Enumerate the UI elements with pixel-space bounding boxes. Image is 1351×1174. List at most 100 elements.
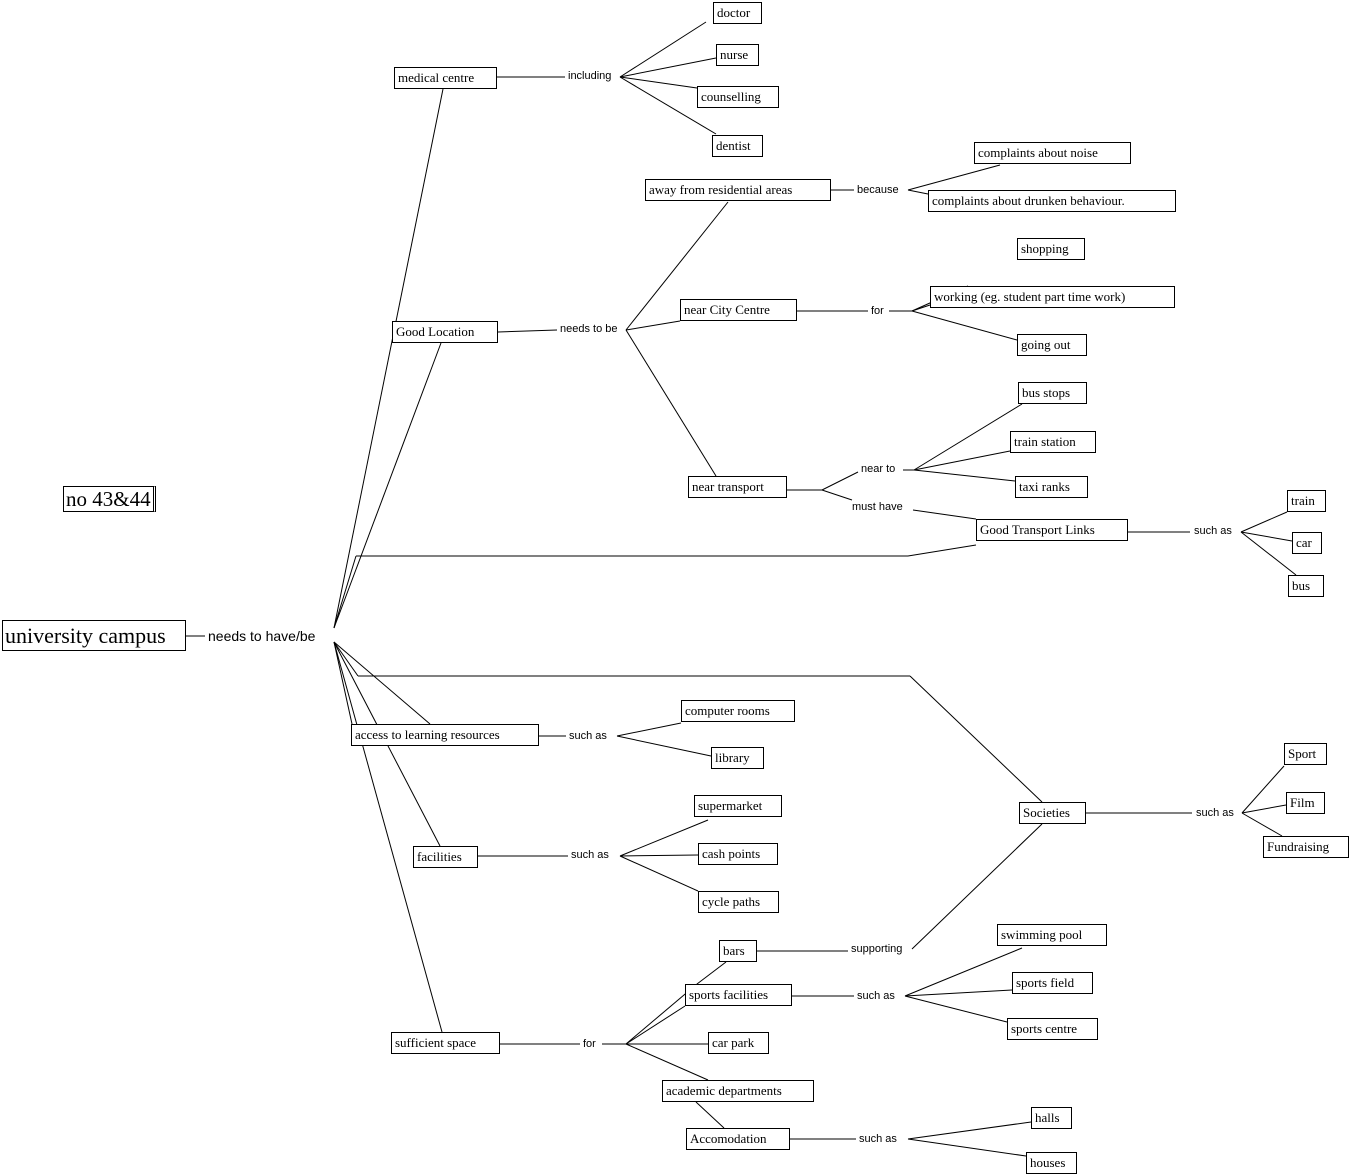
link-label-because: because [856, 184, 900, 197]
concept-node-busstops[interactable]: bus stops [1018, 382, 1087, 404]
connector-line [619, 855, 699, 892]
connector-line [1241, 804, 1287, 814]
concept-node-sport[interactable]: Sport [1284, 743, 1327, 765]
connector-line [333, 641, 359, 677]
link-label-such-as-accom: such as [858, 1133, 898, 1146]
connector-line [913, 450, 1011, 471]
connector-line [619, 76, 698, 89]
concept-node-doctor[interactable]: doctor [713, 2, 762, 24]
concept-node-pool[interactable]: swimming pool [997, 924, 1107, 946]
connector-line [909, 675, 1043, 803]
concept-node-learning[interactable]: access to learning resources [351, 724, 539, 746]
concept-node-trainstation[interactable]: train station [1010, 431, 1096, 453]
connector-line [619, 819, 709, 857]
connector-line [1240, 531, 1297, 576]
concept-node-noise[interactable]: complaints about noise [974, 142, 1131, 164]
link-label-must-have: must have [851, 501, 904, 514]
concept-node-sportsfac[interactable]: sports facilities [685, 984, 792, 1006]
connector-line [625, 329, 717, 477]
concept-node-transport[interactable]: near transport [688, 476, 787, 498]
concept-node-bus[interactable]: bus [1288, 575, 1324, 597]
concept-node-carpark[interactable]: car park [708, 1032, 769, 1054]
connector-line [333, 88, 444, 629]
connector-line [695, 1101, 725, 1129]
concept-node-supermarket[interactable]: supermarket [694, 795, 782, 817]
link-label-including: including [567, 70, 613, 83]
connector-line [1240, 531, 1293, 542]
link-label-near-to: near to [860, 463, 897, 476]
link-label-root-link: needs to have/be [207, 628, 317, 644]
concept-node-houses[interactable]: houses [1026, 1152, 1077, 1174]
connector-line [333, 641, 353, 725]
link-label-for-city: for [870, 305, 885, 318]
concept-node-away[interactable]: away from residential areas [645, 179, 831, 201]
connector-line [619, 57, 717, 78]
connector-line [904, 995, 1008, 1023]
connector-line [333, 641, 431, 725]
connector-line [333, 641, 443, 1033]
concept-node-centre[interactable]: sports centre [1007, 1018, 1098, 1040]
connector-line [904, 947, 1023, 997]
concept-node-academic[interactable]: academic departments [662, 1080, 814, 1102]
concept-node-film[interactable]: Film [1286, 792, 1325, 814]
connector-line [913, 403, 1023, 471]
concept-node-library[interactable]: library [711, 747, 764, 769]
connector-line [625, 1043, 709, 1081]
link-label-such-as-societies: such as [1195, 807, 1235, 820]
link-label-for-space: for [582, 1038, 597, 1051]
connector-line [907, 189, 929, 195]
connector-line [619, 854, 699, 857]
connector-line [907, 1138, 1027, 1157]
connector-line [907, 544, 977, 557]
concept-node-accom[interactable]: Accomodation [686, 1128, 790, 1150]
connector-line [1241, 812, 1283, 837]
concept-node-goingout[interactable]: going out [1017, 334, 1087, 356]
connector-line [625, 320, 681, 331]
concept-node-medical[interactable]: medical centre [394, 67, 497, 89]
link-label-such-as-learning: such as [568, 730, 608, 743]
connector-line [907, 1121, 1032, 1140]
concept-node-fundraising[interactable]: Fundraising [1263, 836, 1349, 858]
connector-line [904, 989, 1013, 997]
concept-node-gtl[interactable]: Good Transport Links [976, 519, 1128, 541]
concept-node-computer[interactable]: computer rooms [681, 700, 795, 722]
connector-line [616, 722, 682, 737]
concept-node-counselling[interactable]: counselling [697, 86, 779, 108]
concept-node-nurse[interactable]: nurse [716, 44, 759, 66]
concept-node-train[interactable]: train [1287, 490, 1326, 512]
concept-node-car[interactable]: car [1292, 532, 1322, 554]
concept-node-field[interactable]: sports field [1012, 972, 1093, 994]
link-label-such-as-sports: such as [856, 990, 896, 1003]
link-label-such-as-facilities: such as [570, 849, 610, 862]
connector-line [619, 21, 707, 78]
concept-node-drunk[interactable]: complaints about drunken behaviour. [928, 190, 1176, 212]
concept-node-societies[interactable]: Societies [1019, 802, 1086, 824]
concept-node-space[interactable]: sufficient space [391, 1032, 500, 1054]
concept-node-halls[interactable]: halls [1031, 1107, 1072, 1129]
connector-line [1241, 765, 1285, 814]
concept-node-taxi[interactable]: taxi ranks [1015, 476, 1088, 498]
concept-node-shopping[interactable]: shopping [1017, 238, 1085, 260]
concept-node-working[interactable]: working (eg. student part time work) [930, 286, 1175, 308]
link-label-such-as-gtl: such as [1193, 525, 1233, 538]
connector-line [333, 555, 357, 629]
connector-line [911, 823, 1043, 950]
connector-line [497, 329, 558, 333]
connector-line [625, 1005, 686, 1045]
concept-node-dentist[interactable]: dentist [712, 135, 763, 157]
concept-node-location[interactable]: Good Location [392, 321, 498, 343]
concept-node-bars[interactable]: bars [719, 940, 757, 962]
connector-line [821, 489, 853, 501]
title-tag: no 43&44 [63, 486, 156, 512]
concept-node-cycle[interactable]: cycle paths [698, 891, 779, 913]
link-label-needs-to-be: needs to be [559, 323, 619, 336]
concept-node-city[interactable]: near City Centre [680, 299, 797, 321]
connector-line [911, 310, 1018, 341]
concept-node-cash[interactable]: cash points [698, 843, 778, 865]
concept-node-facilities[interactable]: facilities [413, 846, 478, 868]
connector-line [619, 76, 717, 135]
connector-line [696, 961, 727, 985]
concept-node-root[interactable]: university campus [2, 620, 186, 651]
